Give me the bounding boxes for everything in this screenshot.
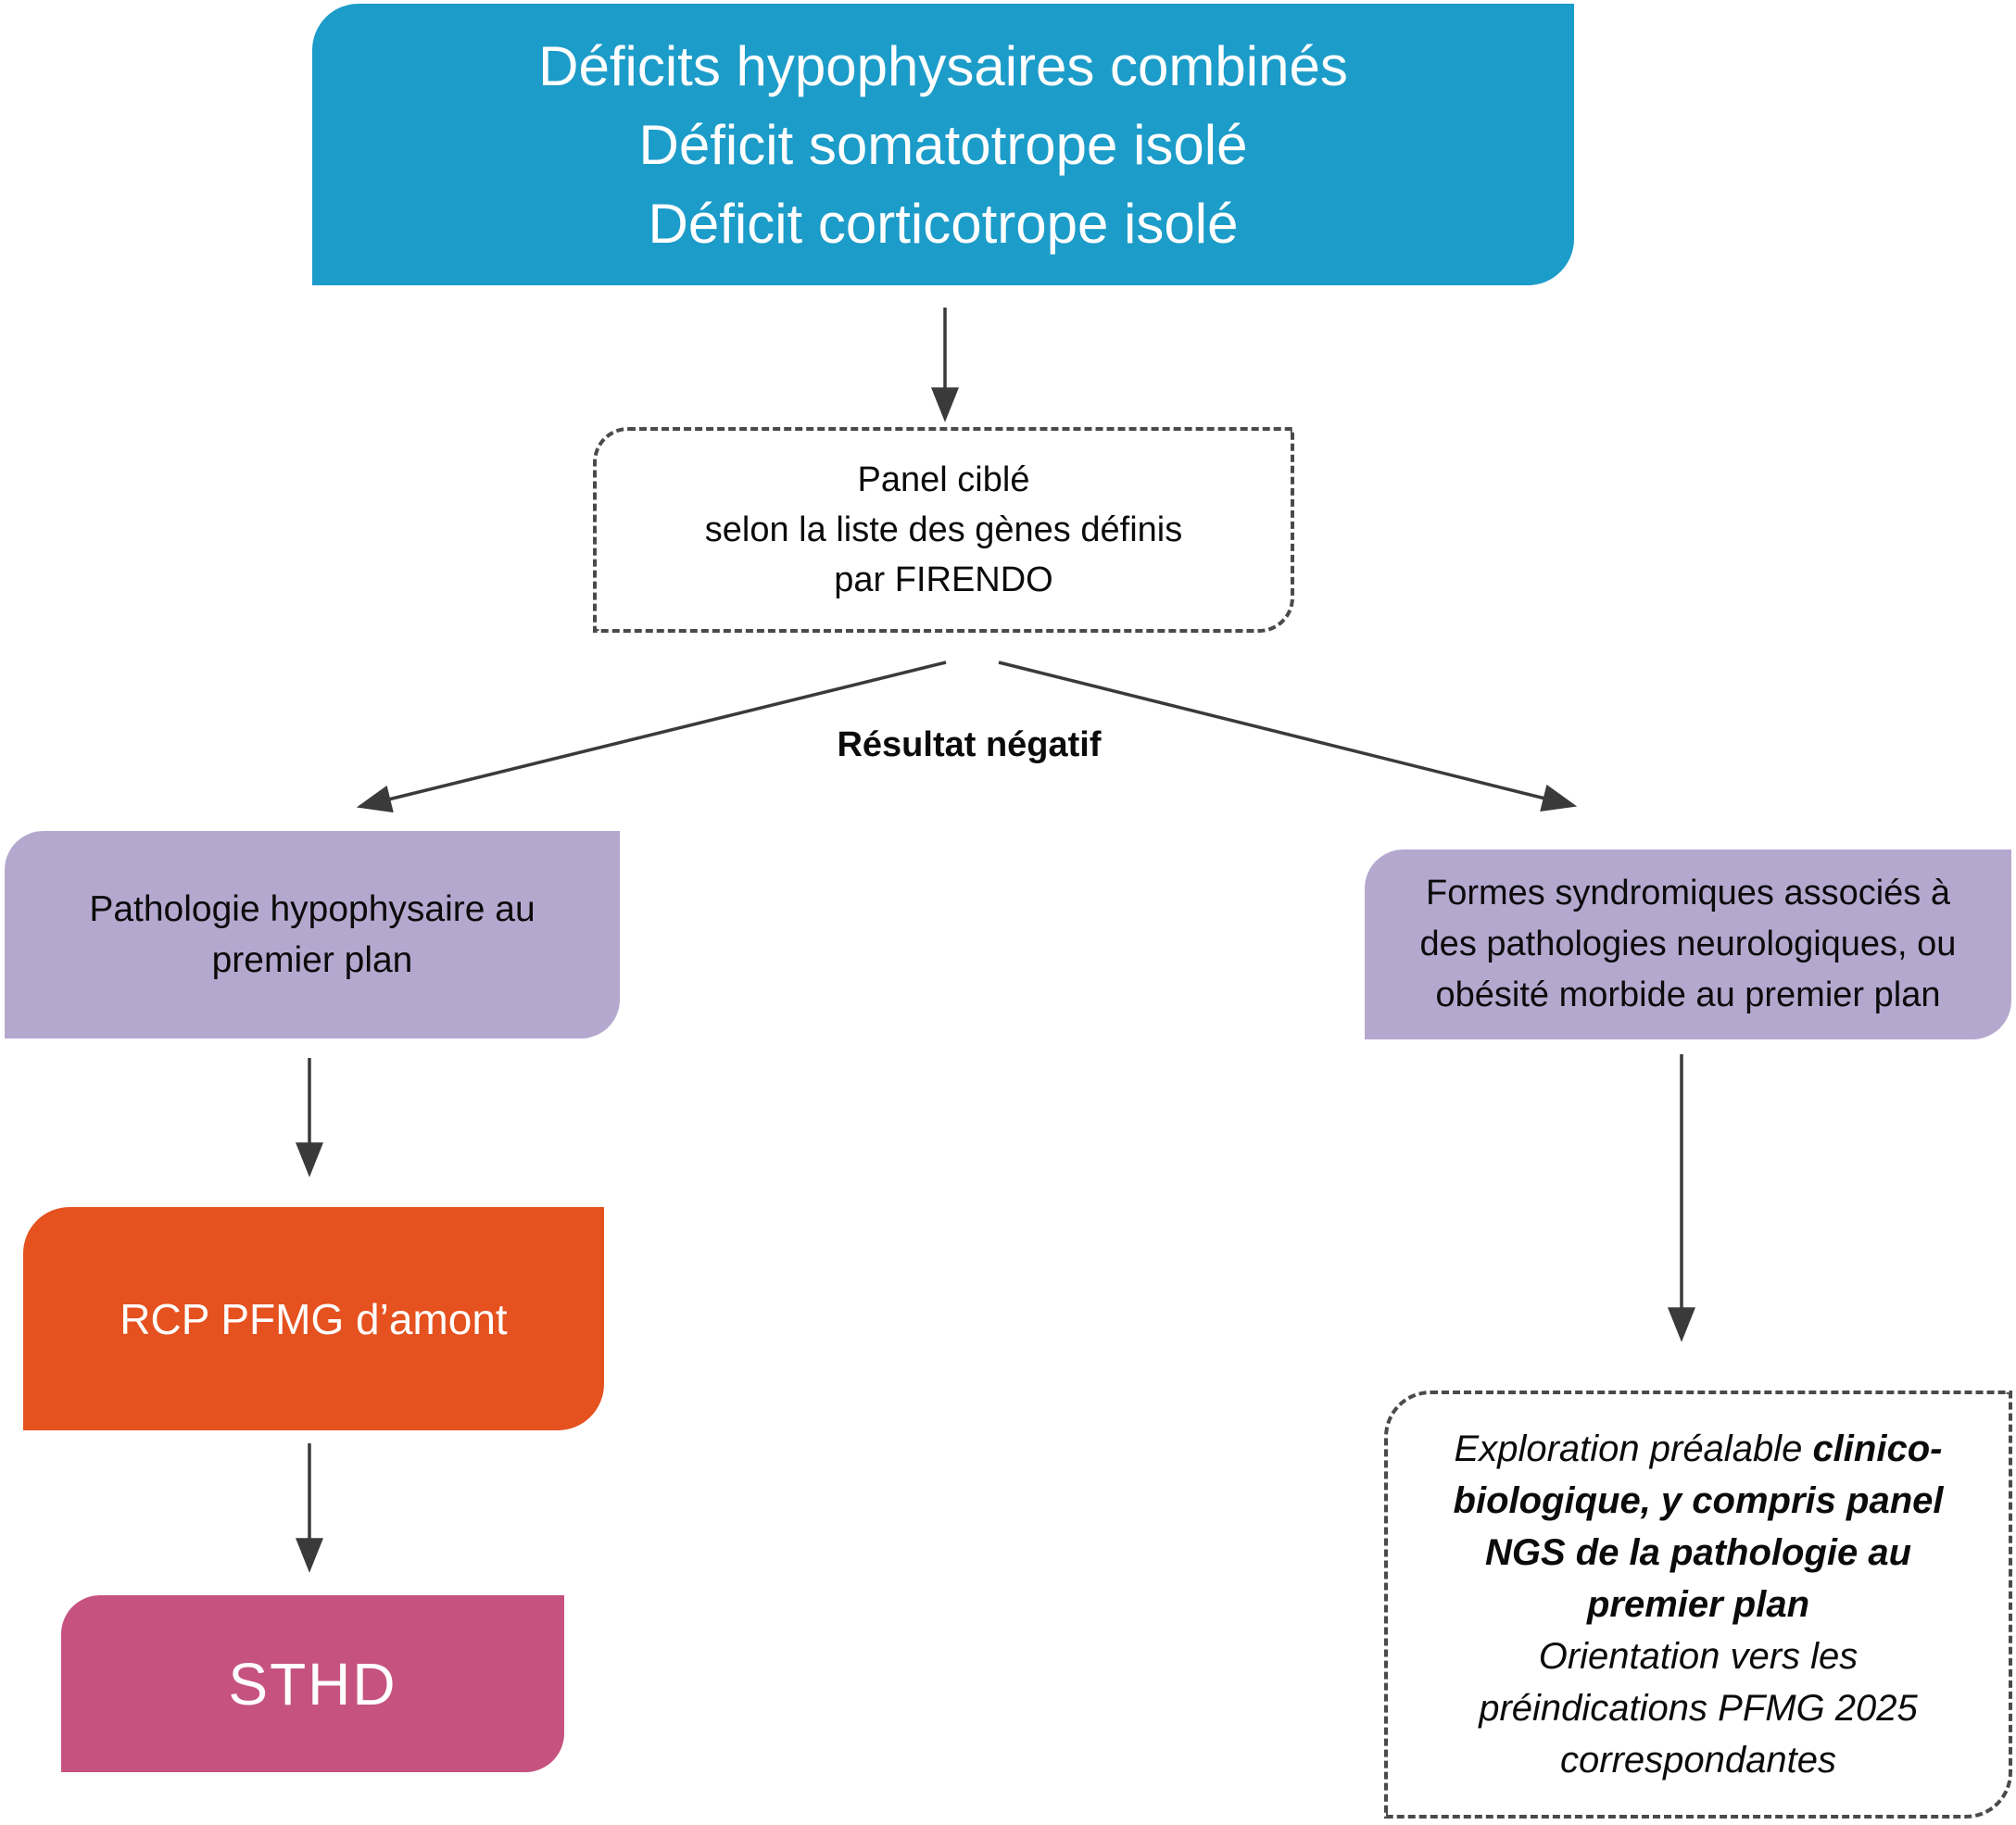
exploration-line: NGS de la pathologie au — [1484, 1532, 1912, 1573]
patho-line: premier plan — [211, 940, 413, 980]
exploration-line: Exploration préalable clinico- — [1455, 1423, 1943, 1475]
exploration-line: Orientation vers les — [1538, 1636, 1858, 1677]
formes-syndromiques-box: Formes syndromiques associés à des patho… — [1365, 850, 2011, 1039]
syndromic-line: obésité morbide au premier plan — [1435, 975, 1941, 1014]
sthd-label: STHD — [228, 1650, 397, 1718]
patho-line: Pathologie hypophysaire au — [89, 889, 536, 929]
exploration-prealable-box: Exploration préalable clinico- biologiqu… — [1384, 1391, 2012, 1819]
exploration-line: préindications PFMG 2025 — [1479, 1688, 1918, 1729]
exploration-line: biologique, y compris panel — [1453, 1480, 1944, 1521]
exploration-text-bold: clinico- — [1812, 1429, 1943, 1469]
exploration-text-normal: Exploration préalable — [1454, 1429, 1813, 1469]
panel-line: selon la liste des gènes définis — [704, 510, 1183, 549]
sthd-box: STHD — [61, 1595, 564, 1772]
pathologie-hypophysaire-box: Pathologie hypophysaire au premier plan — [5, 831, 620, 1038]
title-line: Déficits hypophysaires combinés — [538, 34, 1348, 97]
rcp-label: RCP PFMG d’amont — [120, 1294, 508, 1343]
exploration-line: correspondantes — [1560, 1740, 1836, 1781]
deficits-title-box: Déficits hypophysaires combinés Déficit … — [312, 4, 1574, 285]
resultat-negatif-label: Résultat négatif — [837, 725, 1102, 764]
panel-line: par FIRENDO — [834, 560, 1053, 599]
title-line: Déficit corticotrope isolé — [648, 192, 1239, 255]
syndromic-line: des pathologies neurologiques, ou — [1419, 925, 1957, 963]
syndromic-line: Formes syndromiques associés à — [1426, 874, 1950, 912]
panel-line: Panel ciblé — [857, 460, 1030, 499]
rcp-pfmg-box: RCP PFMG d’amont — [23, 1207, 604, 1430]
title-line: Déficit somatotrope isolé — [638, 113, 1248, 176]
exploration-line: premier plan — [1586, 1584, 1810, 1625]
panel-cible-box: Panel ciblé selon la liste des gènes déf… — [593, 427, 1294, 633]
